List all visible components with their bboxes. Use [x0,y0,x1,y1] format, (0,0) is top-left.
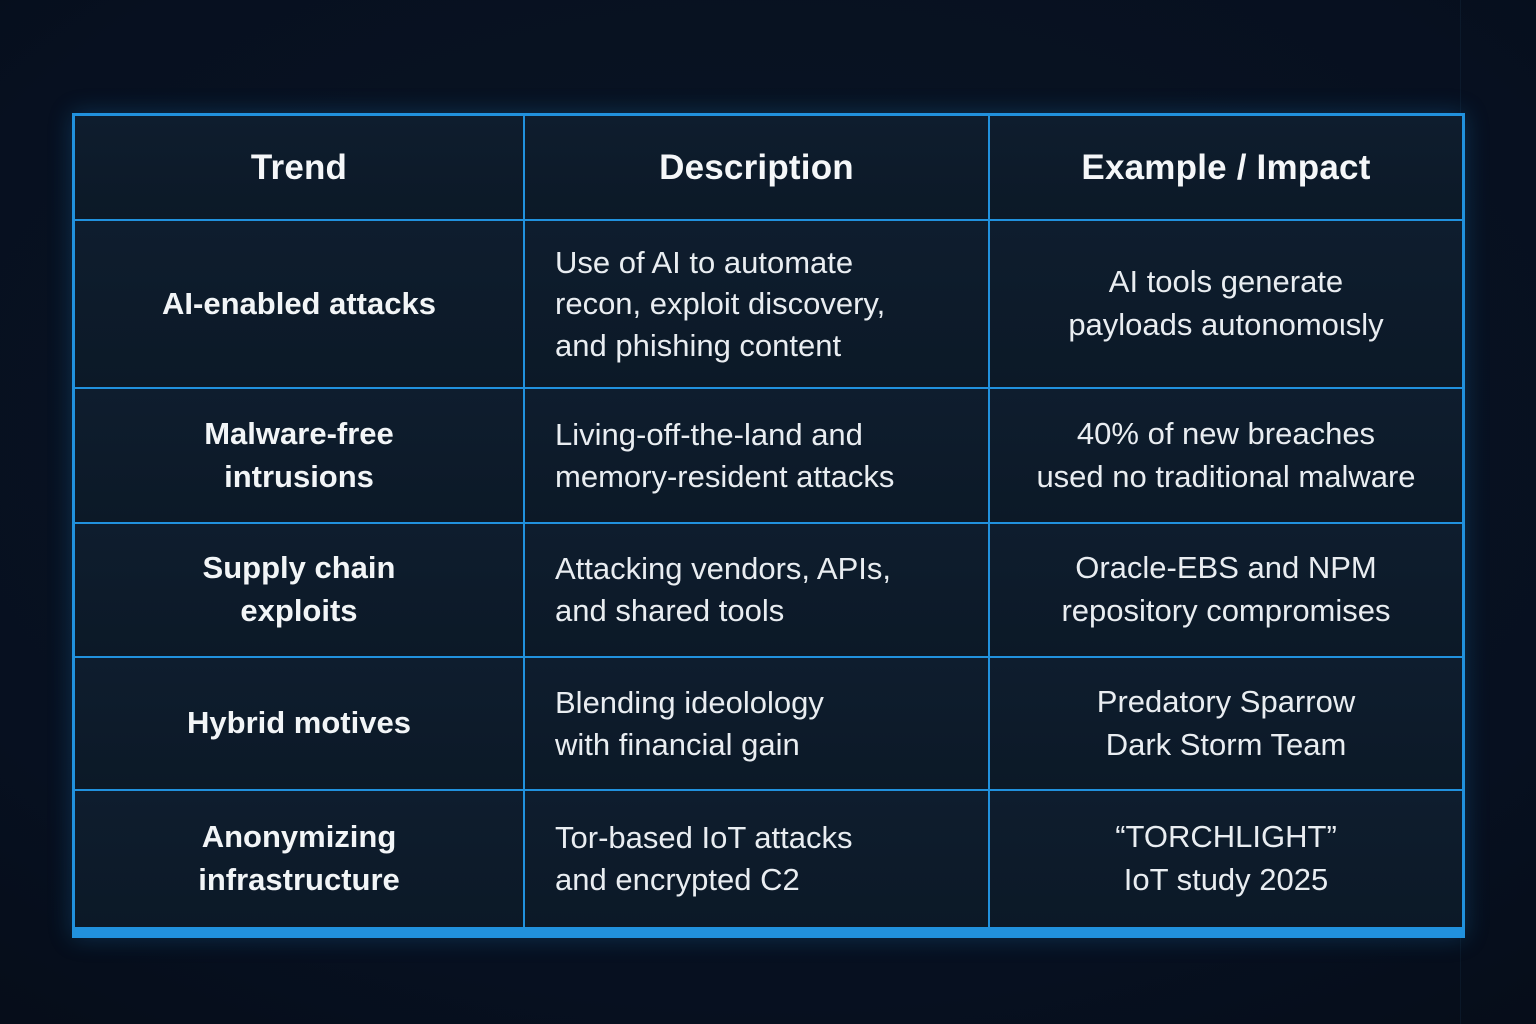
example-cell: AI tools generate payloads autonomoιsly [990,221,1462,387]
trend-cell: Malware-free intrusions [75,389,523,522]
trend-cell: Supply chain exploits [75,524,523,656]
description-cell: Tor-based IoT attacks and encrypted C2 [525,791,988,927]
example-cell: Oracle-EBS and NPM repository compromise… [990,524,1462,656]
trend-cell: Anonymizing infrastructure [75,791,523,927]
trend-cell: Hybrid motives [75,658,523,789]
description-cell: Blending ideolology with financial gain [525,658,988,789]
description-cell: Use of AI to automate recon, exploit dis… [525,221,988,387]
description-cell: Living-off-the-land and memory-resident … [525,389,988,522]
example-cell: “TORCHLIGHT” IoT study 2025 [990,791,1462,927]
header-cell-trend: Trend [75,116,523,219]
header-cell-example-impact: Example / Impact [990,116,1462,219]
cyber-trends-table: Trend Description Example / Impact AI-en… [72,113,1465,938]
description-cell: Attacking vendors, APIs, and shared tool… [525,524,988,656]
header-cell-description: Description [525,116,988,219]
trend-cell: AI-enabled attacks [75,221,523,387]
example-cell: Predatory Sparrow Dark Storm Team [990,658,1462,789]
example-cell: 40% of new breaches used no traditional … [990,389,1462,522]
